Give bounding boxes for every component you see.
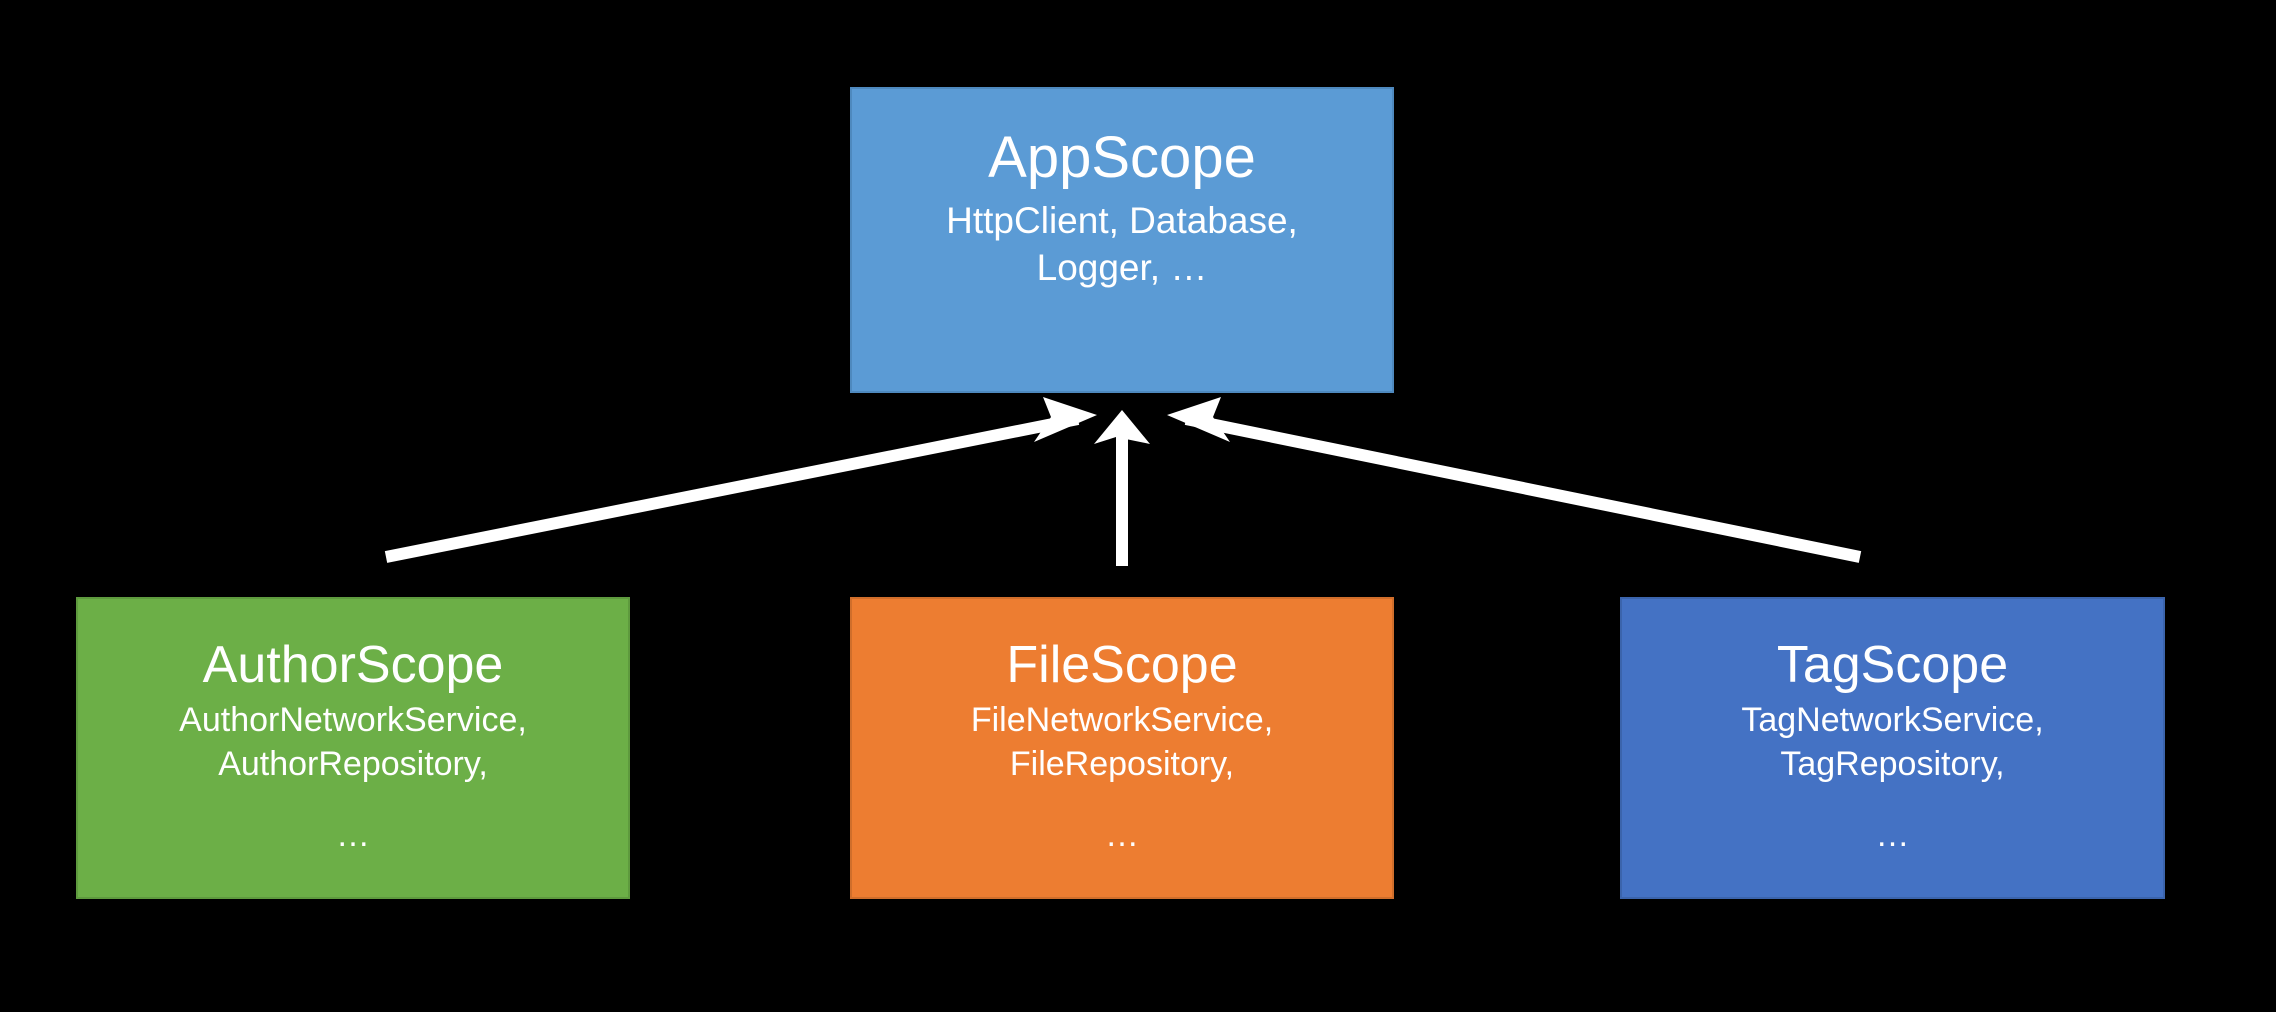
scope-detail-tagscope: TagNetworkService, TagRepository, — [1741, 701, 2044, 783]
arrow-authorscope-to-appscope — [384, 397, 1097, 563]
scope-box-appscope[interactable]: AppScope HttpClient, Database, Logger, … — [850, 87, 1394, 393]
scope-title-authorscope: AuthorScope — [202, 636, 504, 694]
scope-title-tagscope: TagScope — [1776, 636, 2009, 694]
scope-title-appscope: AppScope — [988, 125, 1256, 190]
scope-detail-appscope: HttpClient, Database, Logger, … — [946, 200, 1298, 289]
arrow-filescope-to-appscope — [1094, 410, 1150, 566]
scope-ellipsis-filescope: … — [1105, 816, 1139, 855]
scope-box-filescope[interactable]: FileScope FileNetworkService, FileReposi… — [850, 597, 1394, 899]
scope-title-filescope: FileScope — [1006, 636, 1238, 694]
scope-ellipsis-tagscope: … — [1875, 816, 1910, 855]
scope-box-tagscope[interactable]: TagScope TagNetworkService, TagRepositor… — [1620, 597, 2165, 899]
scope-box-authorscope[interactable]: AuthorScope AuthorNetworkService, Author… — [76, 597, 630, 899]
scope-ellipsis-authorscope: … — [336, 816, 370, 855]
scope-detail-filescope: FileNetworkService, FileRepository, — [970, 701, 1274, 783]
scope-detail-authorscope: AuthorNetworkService, AuthorRepository, — [179, 701, 527, 783]
arrow-tagscope-to-appscope — [1167, 397, 1862, 563]
